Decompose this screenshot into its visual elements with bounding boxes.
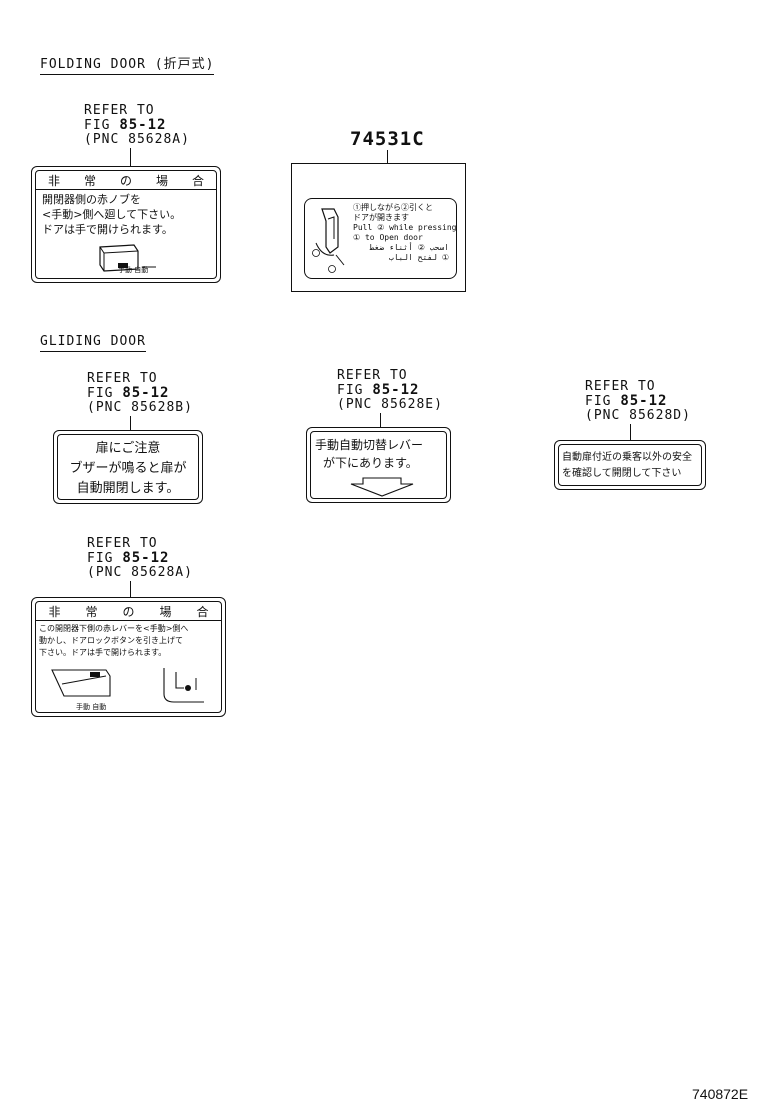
label-line: 扉にご注意	[95, 441, 161, 456]
header-char: の	[122, 604, 135, 619]
callout-85628e: REFER TO FIG 85-12 (PNC 85628E)	[337, 369, 443, 412]
label-inner-border: 自動扉付近の乗客以外の安全 を確認して開閉して下さい	[558, 444, 702, 486]
folding-label-line-2: <手動>側へ廻して下さい。	[42, 208, 182, 221]
label-inner-border: 手動自動切替レバー が下にあります。	[310, 431, 447, 499]
callout-85628d: REFER TO FIG 85-12 (PNC 85628D)	[585, 380, 691, 423]
door-sticker: ①押しながら②引くと ドアが開きます Pull ② while pressing…	[304, 198, 457, 279]
folding-label-line-3: ドアは手で開けられます。	[42, 223, 173, 236]
gliding-b-text: 扉にご注意 ブザーが鳴ると扉が 自動開閉します。	[58, 439, 198, 499]
gliding-a-text: この開閉器下側の赤レバーを<手動>側へ 動かし、ドアロックボタンを引き上げて 下…	[39, 623, 188, 659]
label-inner-border: 非 常 の 場 合 この開閉器下側の赤レバーを<手動>側へ 動かし、ドアロックボ…	[35, 601, 222, 713]
sticker-line: Pull ② while pressing	[353, 223, 457, 232]
callout-fig-prefix: FIG	[84, 118, 120, 133]
gliding-a-icon-text: 手動 自動	[76, 703, 107, 711]
label-line: を確認して開閉して下さい	[562, 468, 682, 479]
folding-icon-text: 手動 自動	[118, 266, 149, 274]
sticker-line: ① لفتح الباب	[388, 253, 449, 262]
folding-emergency-label: 非 常 の 場 合 開閉器側の赤ノブを <手動>側へ廻して下さい。 ドアは手で開…	[31, 166, 221, 283]
callout-pnc: (PNC 85628D)	[585, 408, 691, 423]
door-sticker-text: ①押しながら②引くと ドアが開きます Pull ② while pressing…	[353, 203, 457, 263]
callout-fig-number: 85-12	[122, 385, 170, 401]
header-char: 非	[48, 604, 61, 619]
label-header-row: 非 常 の 場 合	[36, 171, 216, 190]
label-line: 手動自動切替レバー	[315, 438, 424, 452]
leader-line	[130, 416, 131, 430]
label-inner-border: 非 常 の 場 合 開閉器側の赤ノブを <手動>側へ廻して下さい。 ドアは手で開…	[35, 170, 217, 279]
callout-pnc: (PNC 85628E)	[337, 397, 443, 412]
sticker-line: ① to Open door	[353, 233, 423, 242]
callout-pnc: (PNC 85628B)	[87, 400, 193, 415]
callout-fig-number: 85-12	[372, 382, 420, 398]
leader-line	[380, 413, 381, 427]
label-line: 自動開閉します。	[76, 481, 180, 496]
label-line: が下にあります。	[323, 456, 418, 470]
door-handle-icon	[312, 208, 345, 273]
callout-fig-prefix: FIG	[87, 386, 123, 401]
callout-fig-number: 85-12	[620, 393, 668, 409]
header-char: 常	[83, 173, 96, 188]
section-title-gliding-door: GLIDING DOOR	[40, 334, 146, 352]
label-header-row: 非 常 の 場 合	[36, 602, 221, 621]
callout-refer-text: REFER TO	[585, 379, 656, 394]
folding-label-line-1: 開閉器側の赤ノブを	[42, 193, 141, 206]
drawing-code: 740872E	[692, 1086, 749, 1102]
callout-fig-prefix: FIG	[585, 394, 621, 409]
leader-line	[630, 424, 631, 440]
header-char: 非	[47, 173, 60, 188]
label-line: 自動扉付近の乗客以外の安全	[562, 452, 692, 463]
leader-line	[130, 581, 131, 597]
gliding-label-85628d: 自動扉付近の乗客以外の安全 を確認して開閉して下さい	[554, 440, 706, 490]
gliding-d-text: 自動扉付近の乗客以外の安全 を確認して開閉して下さい	[562, 450, 692, 482]
header-char: の	[119, 173, 132, 188]
label-inner-border: 扉にご注意 ブザーが鳴ると扉が 自動開閉します。	[57, 434, 199, 500]
door-sticker-frame: ①押しながら②引くと ドアが開きます Pull ② while pressing…	[291, 163, 466, 292]
callout-pnc: (PNC 85628A)	[87, 565, 193, 580]
sticker-line: اسحب ② أثناء ضغط	[369, 243, 449, 252]
callout-refer-text: REFER TO	[87, 536, 158, 551]
callout-fig-number: 85-12	[122, 550, 170, 566]
sticker-line: ①押しながら②引くと	[353, 203, 433, 212]
gliding-emergency-label: 非 常 の 場 合 この開閉器下側の赤レバーを<手動>側へ 動かし、ドアロックボ…	[31, 597, 226, 717]
leader-line	[130, 148, 131, 166]
callout-fig-prefix: FIG	[87, 551, 123, 566]
lever-operator-icon	[51, 669, 111, 697]
callout-fig-number: 85-12	[119, 117, 167, 133]
callout-fig-prefix: FIG	[337, 383, 373, 398]
label-line: ブザーが鳴ると扉が	[69, 461, 187, 476]
down-arrow-icon	[350, 477, 414, 497]
callout-refer-text: REFER TO	[87, 371, 158, 386]
label-line: 動かし、ドアロックボタンを引き上げて	[39, 636, 183, 645]
door-operator-icon	[99, 244, 156, 272]
callout-refer-text: REFER TO	[337, 368, 408, 383]
header-char: 場	[155, 173, 168, 188]
door-lock-button-icon	[163, 668, 204, 703]
section-title-folding-door: FOLDING DOOR (折戸式)	[40, 57, 215, 75]
gliding-label-85628e: 手動自動切替レバー が下にあります。	[306, 427, 451, 503]
header-char: 場	[159, 604, 172, 619]
header-char: 合	[196, 604, 209, 619]
header-char: 合	[191, 173, 204, 188]
callout-85628b: REFER TO FIG 85-12 (PNC 85628B)	[87, 372, 193, 415]
callout-refer-text: REFER TO	[84, 103, 155, 118]
callout-pnc: (PNC 85628A)	[84, 132, 190, 147]
gliding-label-85628b: 扉にご注意 ブザーが鳴ると扉が 自動開閉します。	[53, 430, 203, 504]
leader-line	[387, 150, 388, 163]
label-line: この開閉器下側の赤レバーを<手動>側へ	[39, 624, 189, 633]
callout-85628a-folding: REFER TO FIG 85-12 (PNC 85628A)	[84, 104, 190, 147]
sticker-line: ドアが開きます	[353, 213, 409, 222]
label-line: 下さい。ドアは手で開けられます。	[39, 648, 167, 657]
gliding-e-text: 手動自動切替レバー が下にあります。	[315, 436, 423, 472]
callout-85628a-gliding: REFER TO FIG 85-12 (PNC 85628A)	[87, 537, 193, 580]
header-char: 常	[85, 604, 98, 619]
part-number-74531c: 74531C	[350, 128, 425, 150]
